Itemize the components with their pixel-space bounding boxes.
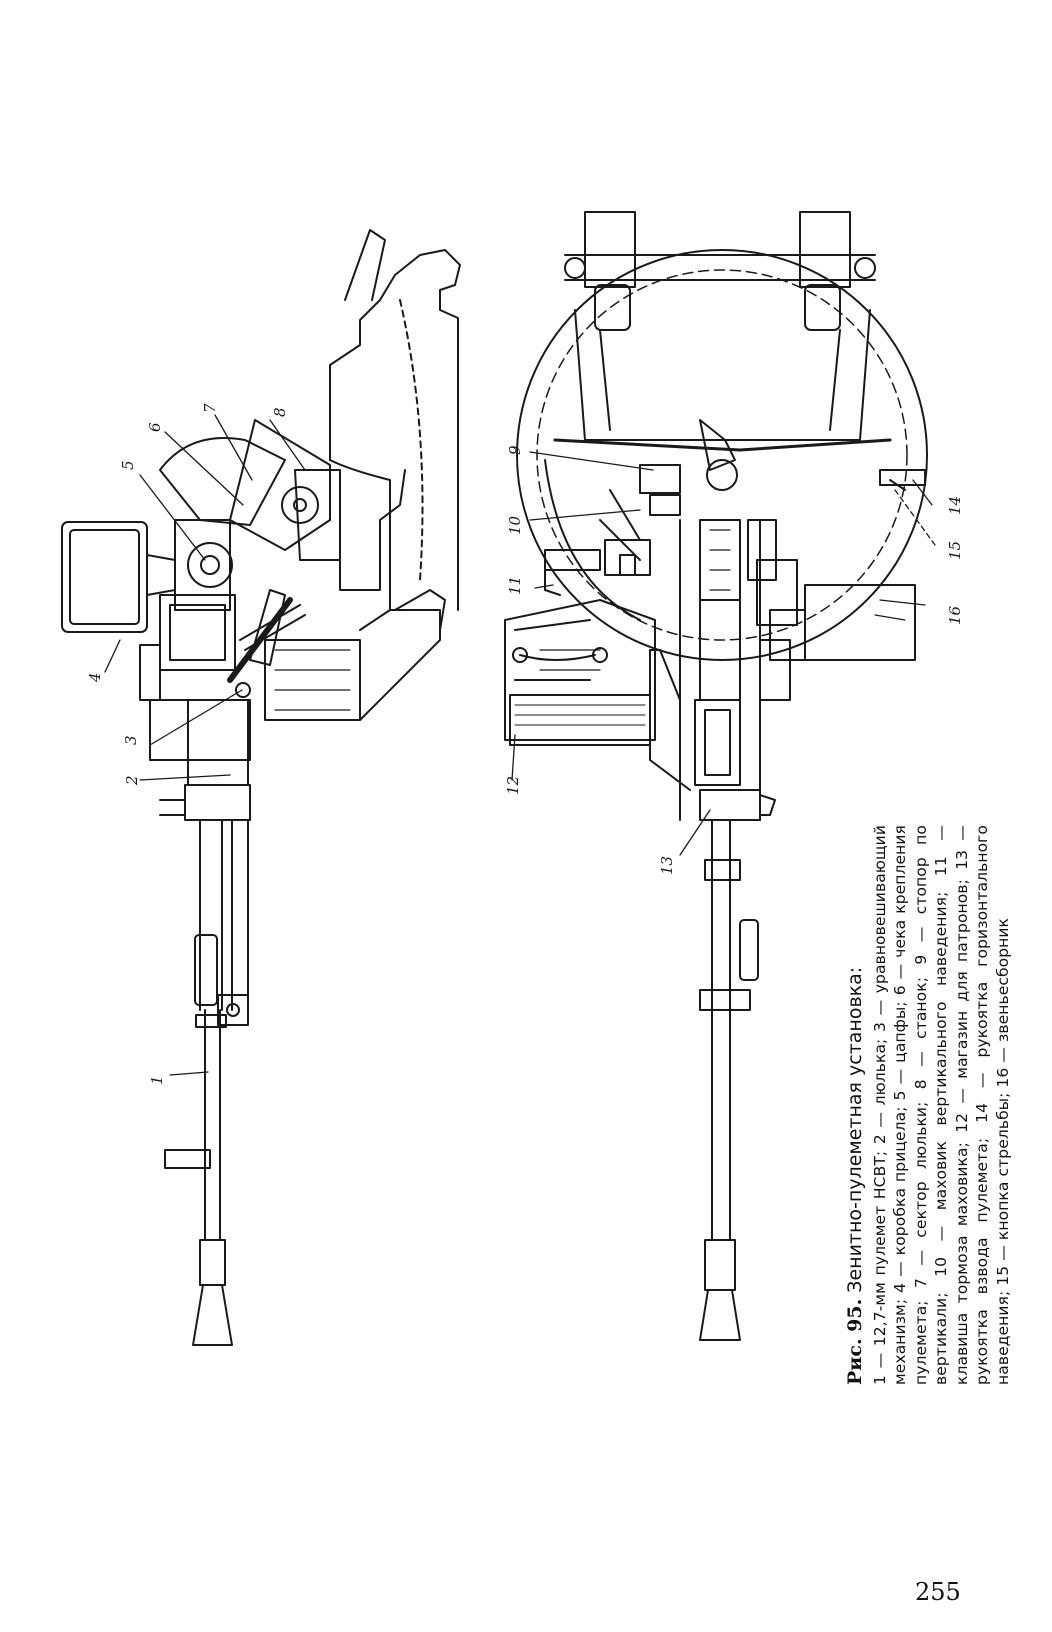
callout-11: 11 <box>506 576 524 595</box>
figure-legend: 1 — 12,7-мм пулемет НСВТ; 2 — люлька; 3 … <box>870 825 1012 1385</box>
callout-15: 15 <box>946 541 964 560</box>
callout-leader-lines <box>104 414 936 1076</box>
callout-16: 16 <box>946 605 964 625</box>
callout-14: 14 <box>946 496 964 515</box>
figure-title: Зенитно-пулеметная установка: <box>844 966 866 1293</box>
callout-1: 1 <box>148 1075 166 1085</box>
figure-caption-head: Рис. 95. Зенитно-пулеметная установка: <box>844 825 866 1385</box>
page-number: 255 <box>915 1578 961 1606</box>
callout-7: 7 <box>201 403 219 413</box>
callout-13: 13 <box>658 856 676 875</box>
callout-3: 3 <box>122 735 140 745</box>
callout-6: 6 <box>146 422 164 432</box>
callout-8: 8 <box>271 407 289 417</box>
callout-5: 5 <box>119 460 137 470</box>
top-view-drawing <box>504 211 928 1341</box>
callout-2: 2 <box>123 775 141 786</box>
figure-caption: Рис. 95. Зенитно-пулеметная установка: 1… <box>844 825 1013 1385</box>
callout-labels: 1 2 3 4 5 6 7 8 9 10 11 12 13 14 15 16 <box>86 403 964 1085</box>
side-view-drawing <box>61 229 461 1346</box>
figure-label: Рис. 95. <box>844 1298 866 1385</box>
callout-10: 10 <box>506 515 524 535</box>
callout-4: 4 <box>86 672 104 683</box>
callout-9: 9 <box>506 445 524 455</box>
callout-12: 12 <box>504 776 522 795</box>
